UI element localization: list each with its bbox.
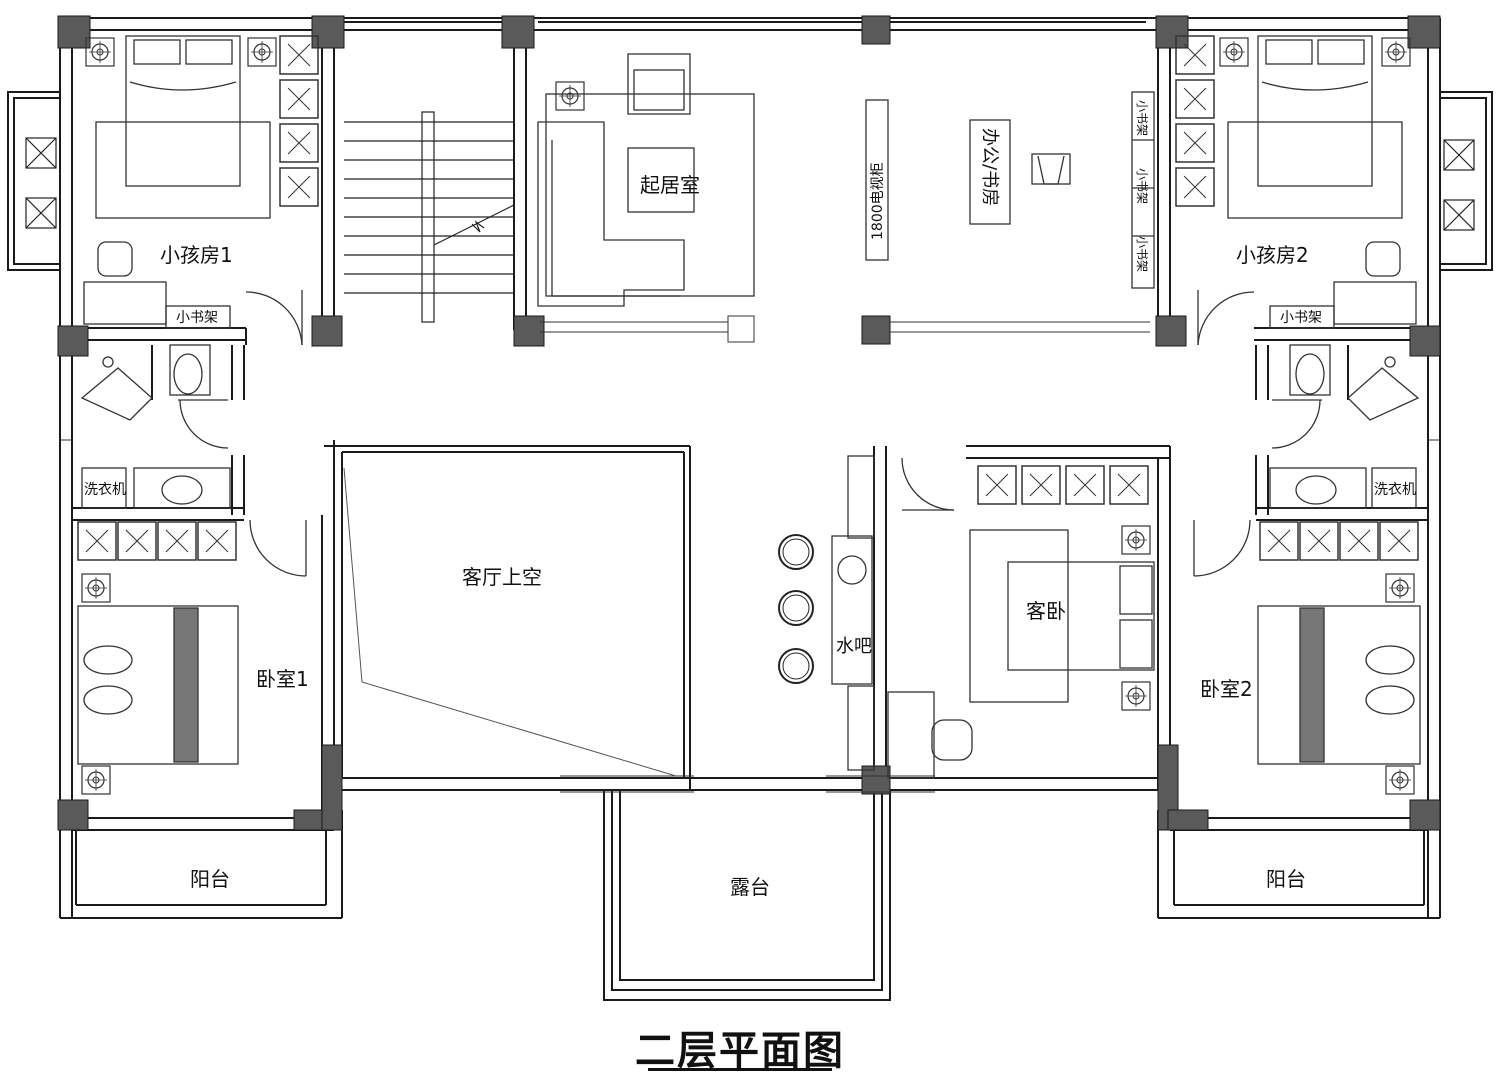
room-label-tv-cabinet: 1800电视柜	[870, 162, 886, 240]
room-label-terrace: 露台	[730, 875, 770, 899]
water-bar-furniture	[778, 455, 875, 771]
room-label-sitting-room: 起居室	[640, 173, 700, 197]
fixture-label-bookshelf-study-2: 小书架	[1135, 168, 1149, 204]
room-label-balcony-right: 阳台	[1266, 867, 1306, 891]
fixture-label-washer-left: 洗衣机	[84, 482, 126, 498]
fixture-label-washer-right: 洗衣机	[1374, 482, 1416, 498]
fixture-label-bookshelf-study-3: 小书架	[1135, 236, 1149, 272]
guest-room-furniture	[887, 457, 1155, 779]
room-label-bedroom-2: 卧室2	[1200, 677, 1253, 701]
bathroom-right-fixtures	[1269, 344, 1420, 509]
room-label-balcony-left: 阳台	[190, 867, 230, 891]
room-label-void-living: 客厅上空	[462, 565, 542, 589]
bedroom-2-furniture	[1193, 519, 1421, 795]
room-label-bedroom-1: 卧室1	[256, 667, 309, 691]
room-label-child-room-1: 小孩房1	[160, 243, 233, 267]
child-room-1-furniture	[83, 35, 319, 346]
living-room-void	[343, 467, 677, 777]
room-label-water-bar: 水吧	[836, 636, 872, 657]
walls	[7, 17, 1493, 1001]
room-label-guest-room: 客卧	[1026, 599, 1066, 623]
bedroom-1-furniture	[77, 519, 307, 795]
staircase	[344, 111, 515, 323]
window-bay-left	[25, 137, 57, 229]
title-underline	[648, 1068, 832, 1071]
sitting-room-furniture	[537, 53, 755, 307]
fixture-label-bookshelf-study-1: 小书架	[1135, 100, 1149, 136]
drawing-title: 二层平面图	[635, 1028, 845, 1074]
room-label-study: 办公/书房	[979, 128, 1000, 206]
child-room-2-furniture	[1175, 35, 1417, 346]
structural-columns	[57, 15, 1441, 831]
fixture-label-bookshelf-right: 小书架	[1280, 310, 1322, 326]
windows	[60, 315, 1440, 793]
room-label-child-room-2: 小孩房2	[1236, 243, 1309, 267]
bathroom-left-fixtures	[80, 344, 231, 509]
study-furniture	[865, 91, 1155, 289]
window-bay-right	[1443, 139, 1475, 231]
fixture-label-bookshelf-left: 小书架	[176, 310, 218, 326]
